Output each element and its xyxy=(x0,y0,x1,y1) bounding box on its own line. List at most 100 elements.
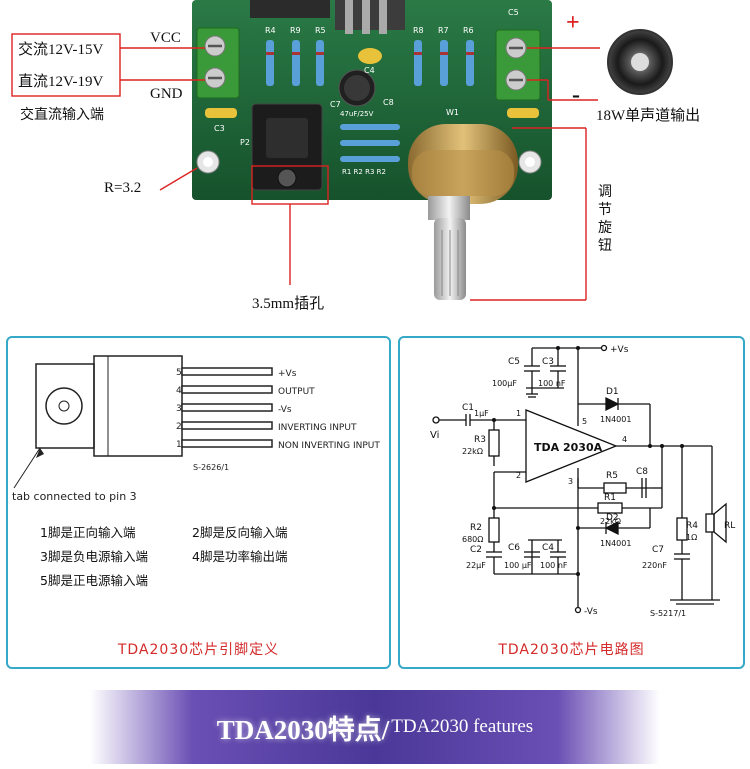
pin-number-2: 2 xyxy=(176,422,182,432)
pin-name-vs-minus: -Vs xyxy=(278,405,292,415)
resistor-row-mid xyxy=(340,124,400,162)
pin-name-inverting: INVERTING INPUT xyxy=(278,423,357,433)
input-spec-box xyxy=(11,33,121,97)
tab-note: tab connected to pin 3 xyxy=(12,490,137,503)
dc-input-label: 直流12V-19V xyxy=(18,74,104,90)
pin4-description: 4脚是功率输出端 xyxy=(192,549,288,564)
silk-p2: P2 xyxy=(240,138,250,147)
c5-value: 100μF xyxy=(492,379,517,388)
resistor-row-left xyxy=(266,40,324,86)
pin-name-vs-plus: +Vs xyxy=(278,369,297,379)
chip-label: TDA 2030A xyxy=(534,441,603,454)
knob-label: 调 节 旋 钮 xyxy=(598,185,612,254)
r1-value: 22kΩ xyxy=(600,517,621,526)
board-photo-section: 交流12V-15V 直流12V-19V VCC GND 交直流输入端 + - 1… xyxy=(0,0,750,330)
pin2-description: 2脚是反向输入端 xyxy=(192,525,288,540)
jack-label: 3.5mm插孔 xyxy=(252,296,325,312)
silk-r123: R1 R2 R3 R2 xyxy=(342,168,386,176)
silk-cap-value: 47uF/25V xyxy=(340,110,374,118)
d1-value: 1N4001 xyxy=(600,415,631,424)
d2-value: 1N4001 xyxy=(600,539,631,548)
vs-plus-label: +Vs xyxy=(610,345,629,355)
pin1-label: 1 xyxy=(516,409,521,418)
c5-label: C5 xyxy=(508,357,520,367)
silk-c8: C8 xyxy=(383,98,394,107)
r5-label: R5 xyxy=(606,471,618,481)
ac-input-label: 交流12V-15V xyxy=(18,42,104,58)
c4-value: 100 nF xyxy=(540,561,568,570)
tda2030-package-drawing: S-2626/1 5 4 3 2 1 +Vs OUTPUT -Vs INVERT… xyxy=(12,355,380,503)
c1-label: C1 xyxy=(462,403,474,413)
pin-number-4: 4 xyxy=(176,386,182,396)
resistor-row-right xyxy=(414,40,474,86)
c6-value: 100 μF xyxy=(504,561,532,570)
r2-label: R2 xyxy=(470,523,482,533)
plus-label: + xyxy=(566,10,580,36)
pin5-label: 5 xyxy=(582,417,587,426)
d2-label: D2 xyxy=(606,513,619,523)
gnd-label: GND xyxy=(150,86,183,102)
c3-value: 100 nF xyxy=(538,379,566,388)
r3-value: 22kΩ xyxy=(462,447,483,456)
pinout-ref-code: S-2626/1 xyxy=(193,463,229,472)
silk-r5: R5 xyxy=(315,26,326,35)
c2-label: C2 xyxy=(470,545,482,555)
circuit-schematic: TDA 2030A +Vs -Vs Vi 1 2 3 4 5 C5 100μF … xyxy=(430,344,735,618)
silk-w1: W1 xyxy=(446,108,459,117)
r3-label: R3 xyxy=(474,435,486,445)
d1-label: D1 xyxy=(606,387,619,397)
pin5-description: 5脚是正电源输入端 xyxy=(40,573,148,588)
c6-label: C6 xyxy=(508,543,520,553)
hole-radius-label: R=3.2 xyxy=(104,180,142,196)
silk-r4: R4 xyxy=(265,26,276,35)
board-photo-illustration xyxy=(11,0,673,301)
pin2-label: 2 xyxy=(516,471,521,480)
silk-r8: R8 xyxy=(413,26,424,35)
pin-name-non-inverting: NON INVERTING INPUT xyxy=(278,441,380,451)
input-terminal-label: 交直流输入端 xyxy=(20,108,104,123)
r4-value: 1Ω xyxy=(686,533,697,542)
silk-c7: C7 xyxy=(330,100,341,109)
silk-r9: R9 xyxy=(290,26,301,35)
circuit-panel: TDA 2030A +Vs -Vs Vi 1 2 3 4 5 C5 100μF … xyxy=(398,336,745,669)
c8-label: C8 xyxy=(636,467,648,477)
rl-label: RL xyxy=(724,521,735,531)
c1-value: 1μF xyxy=(474,409,489,418)
c7-value: 220nF xyxy=(642,561,667,570)
pin-number-5: 5 xyxy=(176,368,182,378)
banner-subtitle: TDA2030 features xyxy=(391,716,534,737)
pin1-description: 1脚是正向输入端 xyxy=(40,525,136,540)
pin-number-3: 3 xyxy=(176,404,182,414)
potentiometer-knob xyxy=(408,124,518,300)
features-banner: TDA2030特点/ TDA2030 features xyxy=(90,690,660,764)
c3-label: C3 xyxy=(542,357,554,367)
pin-number-1: 1 xyxy=(176,440,182,450)
ceramic-cap-c4 xyxy=(358,48,382,64)
minus-label: - xyxy=(572,82,580,108)
pin3-label: 3 xyxy=(568,477,573,486)
pinout-panel: S-2626/1 5 4 3 2 1 +Vs OUTPUT -Vs INVERT… xyxy=(6,336,391,669)
r4-label: R4 xyxy=(686,521,698,531)
silk-r7: R7 xyxy=(438,26,449,35)
silk-r6: R6 xyxy=(463,26,474,35)
pin4-label: 4 xyxy=(622,435,627,444)
silk-c5: C5 xyxy=(508,8,519,17)
pin3-description: 3脚是负电源输入端 xyxy=(40,549,148,564)
circuit-caption: TDA2030芯片电路图 xyxy=(498,642,645,658)
r1-label: R1 xyxy=(604,493,616,503)
r2-value: 680Ω xyxy=(462,535,483,544)
pinout-caption: TDA2030芯片引脚定义 xyxy=(117,642,280,658)
output-label: 18W单声道输出 xyxy=(596,108,701,124)
vcc-label: VCC xyxy=(150,30,181,46)
c4-label: C4 xyxy=(542,543,554,553)
c7-label: C7 xyxy=(652,545,664,555)
c2-value: 22μF xyxy=(466,561,486,570)
heatsink-top xyxy=(250,0,330,18)
vs-minus-label: -Vs xyxy=(584,607,598,617)
vi-label: Vi xyxy=(430,430,439,441)
pin-name-output: OUTPUT xyxy=(278,387,315,397)
circuit-ref-code: S-5217/1 xyxy=(650,609,686,618)
silk-c3: C3 xyxy=(214,124,225,133)
silk-c4: C4 xyxy=(364,66,375,75)
banner-title: TDA2030特点/ xyxy=(216,714,390,745)
